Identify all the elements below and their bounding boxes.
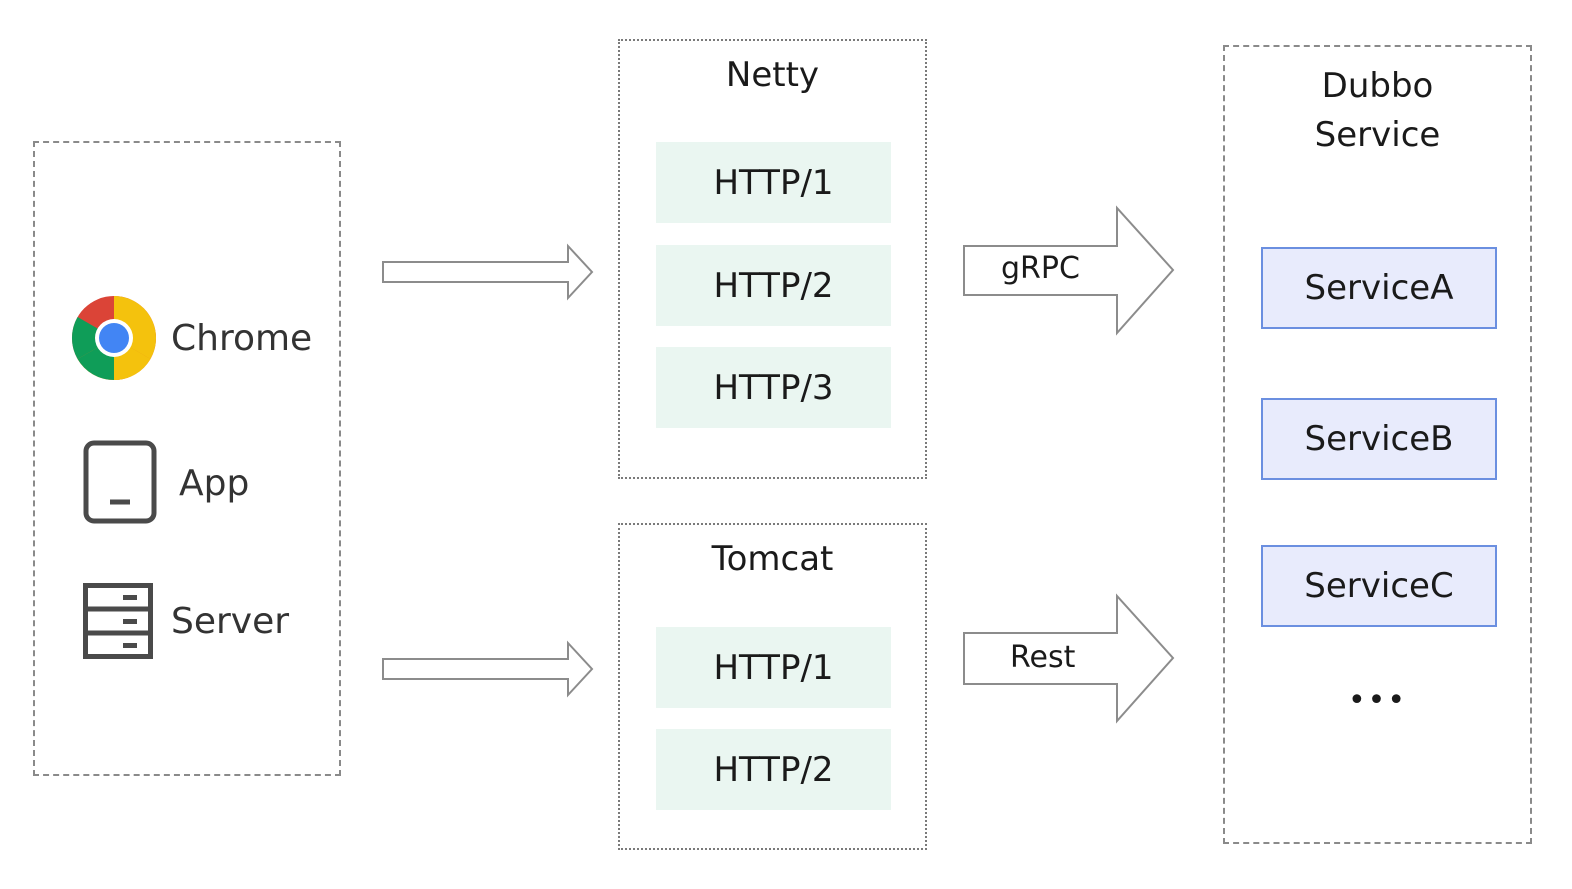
- arrow-tomcat-to-dubbo-rest: [963, 593, 1175, 724]
- dubbo-title: Dubbo Service: [1225, 62, 1530, 161]
- dubbo-service-group: Dubbo Service ServiceA ServiceB ServiceC…: [1223, 45, 1532, 844]
- client-group: Chrome App Server: [33, 141, 341, 776]
- client-server: Server: [83, 583, 289, 659]
- client-chrome: Chrome: [71, 295, 312, 381]
- service-c: ServiceC: [1261, 545, 1497, 627]
- tablet-icon: [83, 440, 157, 524]
- dubbo-title-line1: Dubbo: [1321, 66, 1434, 106]
- tomcat-protocol-http1: HTTP/1: [656, 627, 891, 708]
- arrow-clients-to-netty: [382, 243, 594, 301]
- more-services-ellipsis: •••: [1347, 683, 1408, 718]
- dubbo-title-line2: Service: [1314, 115, 1441, 156]
- service-b: ServiceB: [1261, 398, 1497, 480]
- netty-group: Netty HTTP/1 HTTP/2 HTTP/3: [618, 39, 927, 479]
- arrow-clients-to-tomcat: [382, 640, 594, 698]
- client-app: App: [83, 440, 249, 526]
- arrow-netty-to-dubbo-grpc: [963, 205, 1175, 336]
- tomcat-title: Tomcat: [711, 539, 834, 579]
- tomcat-protocol-http2: HTTP/2: [656, 729, 891, 810]
- netty-protocol-http3: HTTP/3: [656, 347, 891, 428]
- service-a: ServiceA: [1261, 247, 1497, 329]
- server-icon: [83, 583, 153, 659]
- netty-protocol-http2: HTTP/2: [656, 245, 891, 326]
- client-label-app: App: [179, 462, 250, 504]
- client-label-server: Server: [171, 600, 290, 642]
- client-label-chrome: Chrome: [171, 317, 313, 359]
- rest-label: Rest: [1010, 640, 1076, 675]
- grpc-label: gRPC: [1001, 251, 1080, 286]
- chrome-icon: [71, 296, 157, 381]
- tomcat-group: Tomcat HTTP/1 HTTP/2: [618, 523, 927, 850]
- netty-protocol-http1: HTTP/1: [656, 142, 891, 223]
- netty-title: Netty: [725, 55, 820, 95]
